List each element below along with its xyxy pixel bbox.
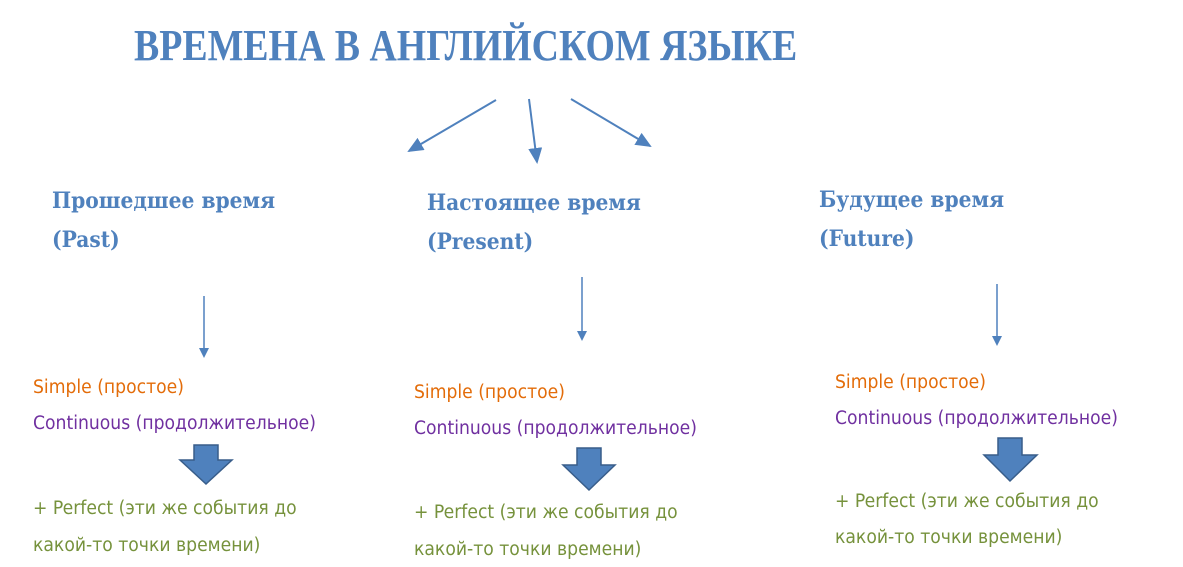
heading-past-line1: Прошедшее время <box>52 188 276 214</box>
present-perfect-line1: + Perfect (эти же события до <box>414 502 678 523</box>
present-simple: Simple (простое) <box>414 382 565 403</box>
block-arrow-future-icon <box>982 437 1039 483</box>
arrow-to-past-icon <box>407 99 497 153</box>
past-perfect-line1: + Perfect (эти же события до <box>33 498 297 519</box>
present-perfect-line2: какой-то точки времени) <box>414 539 642 560</box>
block-arrow-present-icon <box>561 447 617 492</box>
future-perfect-line1: + Perfect (эти же события до <box>835 491 1099 512</box>
heading-present-line2: (Present) <box>427 229 534 255</box>
heading-future-line1: Будущее время <box>819 187 1005 213</box>
arrow-to-future-icon <box>570 98 652 148</box>
future-simple: Simple (простое) <box>835 372 986 393</box>
diagram-title: ВРЕМЕНА В АНГЛИЙСКОМ ЯЗЫКЕ <box>134 21 798 70</box>
past-simple: Simple (простое) <box>33 377 184 398</box>
future-perfect-line2: какой-то точки времени) <box>835 527 1063 548</box>
present-continuous: Continuous (продолжительное) <box>414 418 697 439</box>
heading-past-line2: (Past) <box>52 227 120 253</box>
heading-future-line2: (Future) <box>819 226 915 252</box>
block-arrow-past-icon <box>178 444 234 486</box>
future-continuous: Continuous (продолжительное) <box>835 408 1118 429</box>
arrow-to-present-icon <box>528 98 543 164</box>
past-perfect-line2: какой-то точки времени) <box>33 535 261 556</box>
heading-present-line1: Настоящее время <box>427 190 641 216</box>
past-continuous: Continuous (продолжительное) <box>33 413 316 434</box>
